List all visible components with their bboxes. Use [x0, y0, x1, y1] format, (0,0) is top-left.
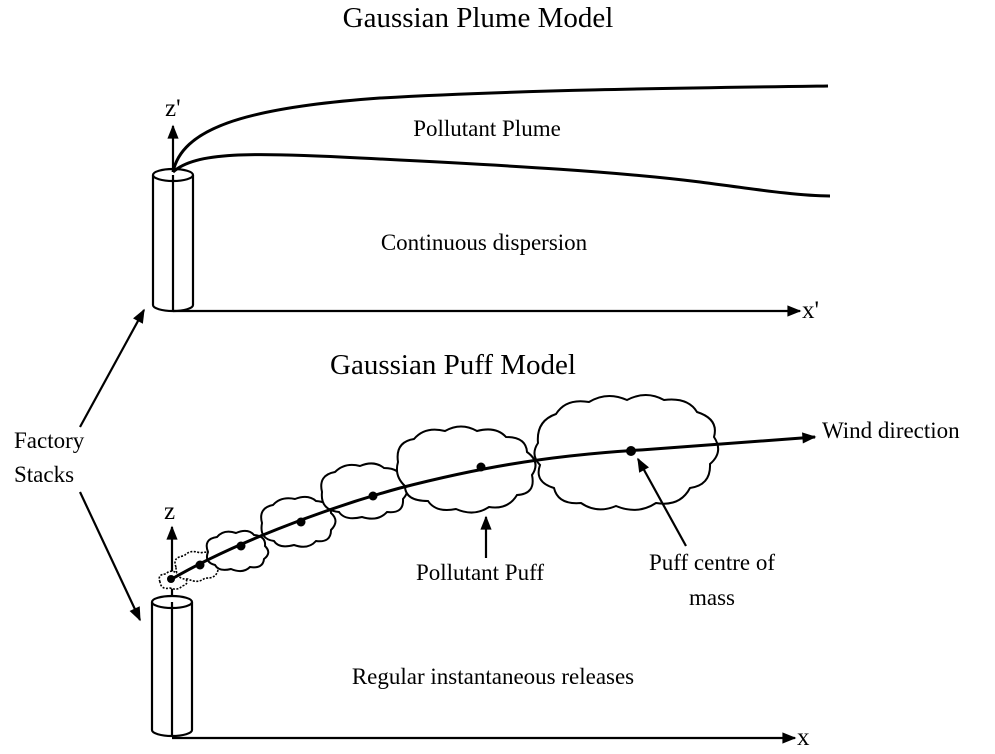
- wind-direction-line: [169, 432, 817, 582]
- plume-label: Pollutant Plume: [413, 116, 561, 141]
- wind-direction-label: Wind direction: [822, 418, 960, 443]
- puff-centre-2: [195, 560, 205, 570]
- plume-title: Gaussian Plume Model: [343, 2, 614, 34]
- plume-z-axis-label: z': [165, 95, 181, 122]
- plume-x-axis-label: x': [802, 297, 819, 324]
- puff-centres: [167, 446, 636, 583]
- stack-arrow-up: [79, 308, 145, 428]
- puff-z-axis-label: z: [164, 498, 175, 525]
- puff-model-panel: Gaussian Puff Model z x Wind direction: [150, 349, 960, 751]
- puff-centre-1: [167, 575, 175, 583]
- factory-stacks-annotation: Factory Stacks: [14, 308, 145, 622]
- puff-centre-3: [236, 541, 246, 551]
- puff-factory-stack: [150, 594, 194, 738]
- plume-model-panel: Gaussian Plume Model z' x' Pollutant Plu…: [151, 2, 831, 324]
- centre-of-mass-label-line1: Puff centre of: [649, 550, 775, 575]
- plume-factory-stack: [151, 167, 195, 313]
- plume-upper-edge: [171, 84, 829, 173]
- puff-cloud-6: [395, 425, 537, 514]
- puff-centre-6: [476, 462, 486, 472]
- stack-arrow-down: [79, 491, 141, 622]
- puff-title: Gaussian Puff Model: [330, 349, 576, 381]
- puff-centre-5: [368, 491, 378, 501]
- puff-centre-7: [626, 446, 636, 456]
- puff-cloud-3: [205, 529, 270, 573]
- puff-centre-4: [296, 517, 306, 527]
- centre-of-mass-arrow: [637, 457, 687, 547]
- releases-label: Regular instantaneous releases: [352, 664, 634, 689]
- puff-x-axis-label: x: [797, 724, 810, 751]
- factory-stacks-label-line1: Factory: [14, 428, 85, 453]
- factory-stacks-label-line2: Stacks: [14, 462, 74, 487]
- dispersion-label: Continuous dispersion: [381, 230, 588, 255]
- pollutant-puff-label: Pollutant Puff: [416, 560, 544, 585]
- centre-of-mass-label-line2: mass: [689, 585, 735, 610]
- plume-lower-edge: [171, 153, 831, 198]
